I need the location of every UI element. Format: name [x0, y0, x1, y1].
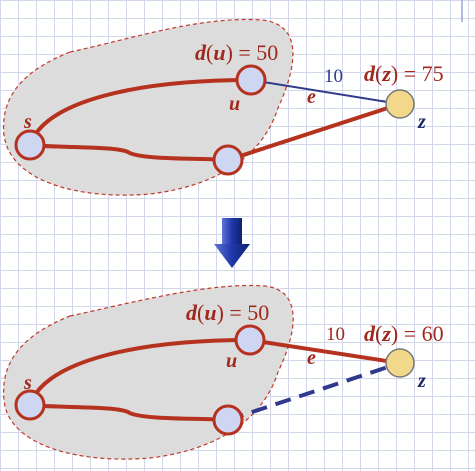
top-node-u-label: u: [229, 93, 240, 115]
top-path-w-z: [227, 102, 401, 162]
top-node-s: [14, 129, 46, 161]
top-label-dz: d(z) = 75: [364, 61, 444, 86]
top-node-z: [385, 89, 415, 119]
bottom-edge-e: [249, 338, 401, 365]
top-edge-name: e: [307, 86, 316, 108]
top-node-s-label: s: [23, 111, 32, 133]
top-edge-e: [250, 79, 401, 105]
bottom-node-z-label: z: [417, 370, 426, 392]
top-diagram: d(u) = 50 d(z) = 75 10 e u s z: [2, 18, 444, 196]
bottom-label-du: d(u) = 50: [186, 300, 269, 325]
bottom-path-s-u: [28, 338, 251, 406]
top-path-s-u: [28, 78, 252, 146]
bottom-node-z: [385, 348, 415, 378]
bottom-edge-name: e: [307, 347, 316, 369]
top-node-u: [235, 64, 267, 96]
bottom-node-u-label: u: [226, 350, 237, 372]
bottom-edge-w-z-dashed: [227, 361, 401, 422]
top-label-du: d(u) = 50: [195, 40, 278, 65]
bottom-node-s-label: s: [23, 372, 32, 394]
bottom-path-s-w: [29, 403, 229, 422]
bottom-node-s: [14, 389, 46, 421]
top-path-s-w: [29, 143, 229, 162]
top-node-w: [212, 144, 244, 176]
down-arrow-icon: [214, 218, 250, 268]
top-edge-weight: 10: [324, 66, 343, 87]
bottom-diagram: d(u) = 50 d(z) = 60 10 e u s z: [2, 284, 444, 460]
bottom-node-u: [234, 324, 266, 356]
bottom-edge-weight: 10: [326, 324, 345, 345]
top-node-z-label: z: [417, 111, 426, 133]
bottom-node-w: [212, 404, 244, 436]
bottom-label-dz: d(z) = 60: [364, 321, 444, 346]
